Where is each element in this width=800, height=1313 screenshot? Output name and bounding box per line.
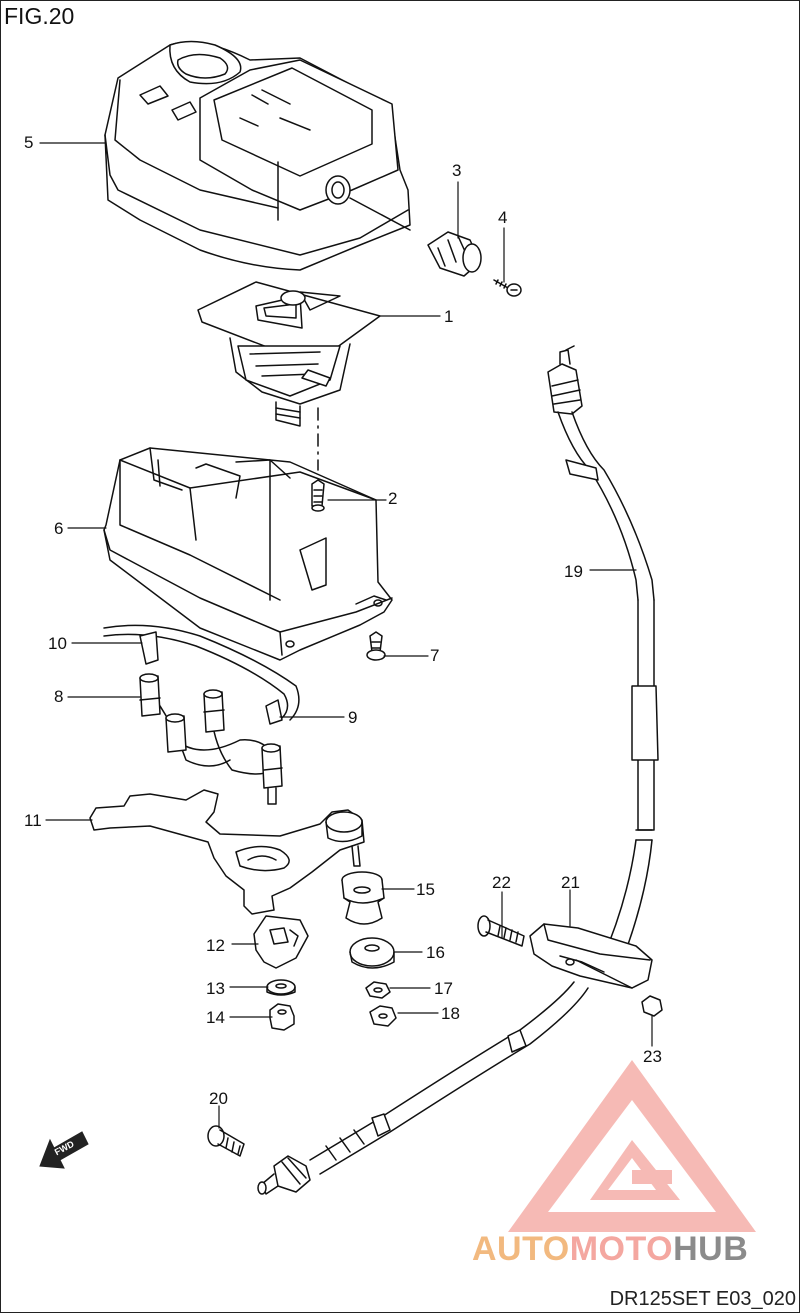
nut-18: [369, 1005, 397, 1027]
speedometer-cable: [547, 345, 659, 967]
callout-2: 2: [388, 489, 398, 508]
meter-bracket: [89, 789, 365, 915]
forward-arrow-icon: [39, 1131, 89, 1169]
callout-18: 18: [441, 1004, 460, 1023]
meter-case-lower: [103, 447, 393, 661]
screw-2: [311, 479, 325, 512]
nut-17: [365, 981, 391, 999]
callout-7: 7: [430, 646, 440, 665]
figure-title: FIG.20: [4, 3, 75, 29]
callout-14: 14: [206, 1008, 225, 1027]
callout-17: 17: [434, 979, 453, 998]
callout-15: 15: [416, 880, 435, 899]
cable-clamp: [529, 923, 653, 989]
bolt-22: [477, 915, 525, 947]
watermark-hub: HUB: [673, 1230, 749, 1268]
watermark-auto: AUTO: [472, 1230, 570, 1268]
wiring-harness: [103, 624, 300, 775]
callout-20: 20: [209, 1089, 228, 1108]
callout-3: 3: [452, 161, 462, 180]
callout-16: 16: [426, 943, 445, 962]
callout-22: 22: [492, 873, 511, 892]
callout-11: 11: [24, 811, 42, 830]
speedometer-assembly: [197, 281, 381, 427]
callout-5: 5: [24, 133, 34, 152]
leader-lines: [39, 142, 653, 1129]
screw-7: [366, 631, 386, 661]
callout-19: 19: [564, 562, 583, 581]
callout-9: 9: [348, 708, 358, 727]
washer-13: [266, 979, 296, 996]
callout-23: 23: [643, 1047, 662, 1066]
washer-16: [349, 937, 395, 969]
watermark-moto: MOTO: [569, 1230, 674, 1268]
callout-12: 12: [206, 936, 225, 955]
callout-13: 13: [206, 979, 225, 998]
screw-20: [207, 1125, 245, 1157]
watermark-logo: [508, 1060, 756, 1232]
cushion-15: [341, 871, 385, 925]
callout-8: 8: [54, 687, 64, 706]
bulb-socket: [427, 231, 482, 277]
callout-6: 6: [54, 519, 64, 538]
meter-case-cover: [104, 40, 411, 271]
watermark-text: AUTOMOTOHUB: [472, 1230, 748, 1269]
callout-10: 10: [48, 634, 67, 653]
nut-14: [269, 1003, 295, 1031]
callout-21: 21: [561, 873, 580, 892]
speedometer-cable-lower: [257, 981, 589, 1195]
callout-4: 4: [498, 208, 508, 227]
callout-1: 1: [444, 307, 454, 326]
holder-12: [253, 915, 309, 969]
bulb-sockets: [139, 673, 283, 805]
screw-4: [493, 279, 522, 297]
nut-23: [641, 995, 663, 1017]
figure-code: DR125SET E03_020: [609, 1288, 796, 1310]
